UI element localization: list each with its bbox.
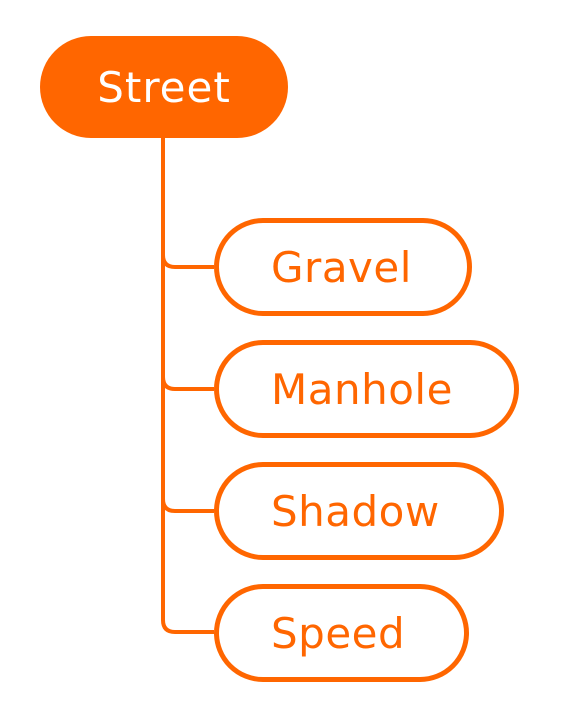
child-node-label: Speed bbox=[271, 608, 406, 658]
child-node-label: Manhole bbox=[271, 364, 453, 414]
child-node-label: Shadow bbox=[271, 486, 440, 536]
child-node-label: Gravel bbox=[271, 242, 412, 292]
child-node-gravel: Gravel bbox=[214, 218, 472, 316]
root-node-label: Street bbox=[97, 62, 231, 112]
trunk-line bbox=[161, 138, 214, 634]
child-node-manhole: Manhole bbox=[214, 340, 519, 438]
child-node-shadow: Shadow bbox=[214, 462, 504, 560]
child-node-speed: Speed bbox=[214, 584, 469, 682]
branch-line-manhole bbox=[161, 376, 214, 391]
branch-line-shadow bbox=[161, 498, 214, 513]
branch-line-gravel bbox=[161, 254, 214, 269]
root-node: Street bbox=[40, 36, 288, 138]
